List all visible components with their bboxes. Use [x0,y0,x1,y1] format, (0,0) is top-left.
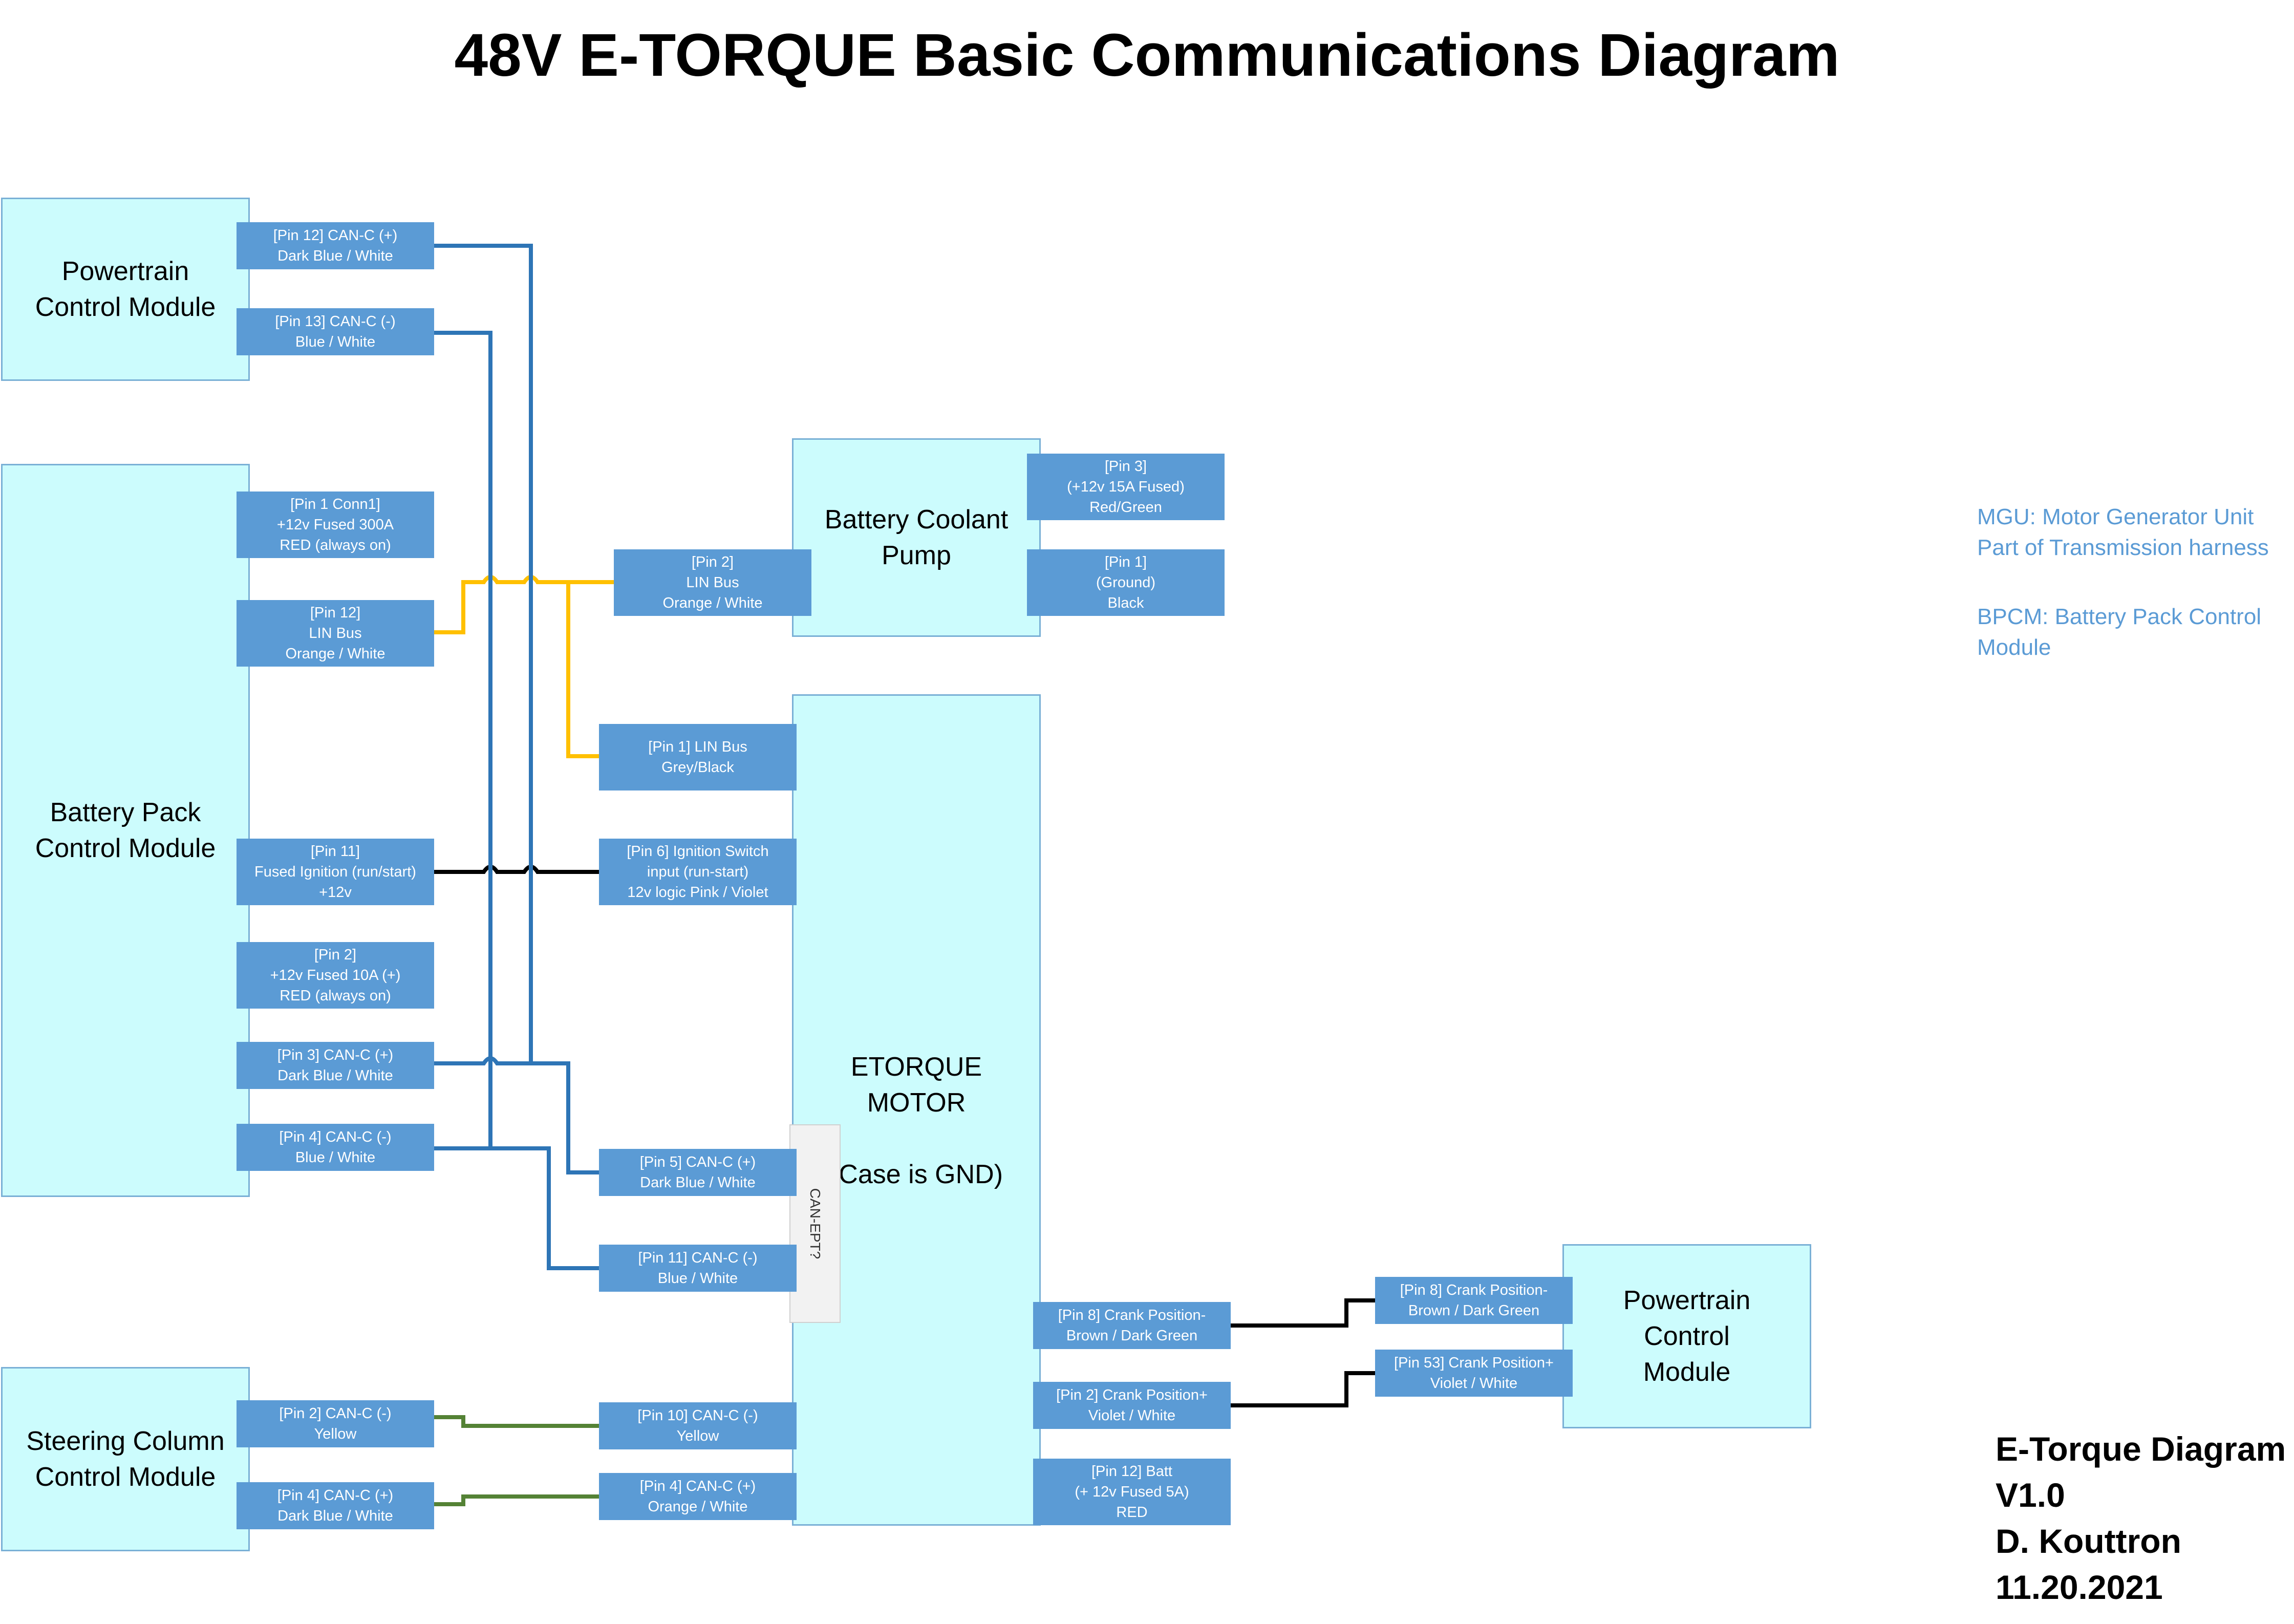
powertrain-control-module-right: Powertrain Control Module [1562,1244,1811,1428]
steering-column-control-module: Steering Column Control Module [1,1367,250,1551]
motor-pin-8: [Pin 8] Crank Position- Brown / Dark Gre… [1033,1302,1231,1349]
crank-plus-wire [1231,1371,1375,1407]
bpcm-pin-12: [Pin 12] LIN Bus Orange / White [237,600,434,667]
motor-pin-5: [Pin 5] CAN-C (+) Dark Blue / White [599,1149,797,1196]
legend-bpcm: BPCM: Battery Pack Control Module [1977,604,2262,660]
motor-pin-2: [Pin 2] Crank Position+ Violet / White [1033,1382,1231,1429]
info-author: D. Kouttron [1996,1522,2181,1560]
bpcm-pin-2: [Pin 2] +12v Fused 10A (+) RED (always o… [237,942,434,1009]
pcm-pin-12: [Pin 12] CAN-C (+) Dark Blue / White [237,222,434,269]
motor-pin-12: [Pin 12] Batt (+ 12v Fused 5A) RED [1033,1459,1231,1525]
coolant-pump-label: Battery Coolant Pump [824,505,1009,570]
lin-bus-wire [434,575,614,758]
info-diagram-name: E-Torque Diagram [1996,1430,2286,1468]
can-c-plus-wire [434,244,599,1174]
diagram-info-block: E-Torque Diagram V1.0 D. Kouttron 11.20.… [1996,1426,2286,1610]
motor-pin-1: [Pin 1] LIN Bus Grey/Black [599,724,797,790]
motor-label: ETORQUE MOTOR (Case is GND) [829,1052,1003,1189]
pcm-left-label: Powertrain Control Module [35,257,216,322]
pump-pin-2: [Pin 2] LIN Bus Orange / White [614,549,811,616]
steering-can-minus-wire [434,1415,599,1428]
motor-pin-6: [Pin 6] Ignition Switch input (run-start… [599,839,797,905]
motor-pin-4: [Pin 4] CAN-C (+) Orange / White [599,1473,797,1520]
can-ept-tab: CAN-EPT? [789,1124,841,1323]
abbreviation-legend: MGU: Motor Generator Unit Part of Transm… [1977,502,2284,701]
sccm-pin-2: [Pin 2] CAN-C (-) Yellow [237,1400,434,1447]
can-ept-label: CAN-EPT? [807,1188,823,1259]
pump-pin-3: [Pin 3] (+12v 15A Fused) Red/Green [1027,454,1225,520]
sccm-pin-4: [Pin 4] CAN-C (+) Dark Blue / White [237,1482,434,1529]
motor-pin-10: [Pin 10] CAN-C (-) Yellow [599,1402,797,1449]
bpcm-pin-3: [Pin 3] CAN-C (+) Dark Blue / White [237,1042,434,1089]
legend-mgu: MGU: Motor Generator Unit Part of Transm… [1977,504,2269,560]
crank-minus-wire [1231,1298,1375,1328]
steering-can-plus-wire [434,1494,599,1506]
bpcm-pin-11: [Pin 11] Fused Ignition (run/start) +12v [237,839,434,905]
can-c-minus-wire [434,331,599,1270]
battery-pack-control-module: Battery Pack Control Module [1,464,250,1197]
battery-coolant-pump: Battery Coolant Pump [792,438,1041,637]
diagram-title: 48V E-TORQUE Basic Communications Diagra… [454,22,1840,89]
sccm-label: Steering Column Control Module [26,1426,225,1492]
bpcm-pin-1-conn1: [Pin 1 Conn1] +12v Fused 300A RED (alway… [237,492,434,558]
pcm-right-pin-8: [Pin 8] Crank Position- Brown / Dark Gre… [1375,1277,1573,1324]
bpcm-pin-4: [Pin 4] CAN-C (-) Blue / White [237,1124,434,1171]
ignition-wire [434,865,599,874]
bpcm-label: Battery Pack Control Module [35,798,216,863]
pcm-pin-13: [Pin 13] CAN-C (-) Blue / White [237,308,434,355]
pcm-right-label: Powertrain Control Module [1623,1286,1751,1387]
motor-pin-11: [Pin 11] CAN-C (-) Blue / White [599,1245,797,1292]
pcm-right-pin-53: [Pin 53] Crank Position+ Violet / White [1375,1350,1573,1397]
powertrain-control-module-left: Powertrain Control Module [1,198,250,381]
info-version: V1.0 [1996,1476,2065,1514]
info-date: 11.20.2021 [1996,1568,2163,1606]
etorque-motor: ETORQUE MOTOR (Case is GND) [792,694,1041,1526]
pump-pin-1: [Pin 1] (Ground) Black [1027,549,1225,616]
